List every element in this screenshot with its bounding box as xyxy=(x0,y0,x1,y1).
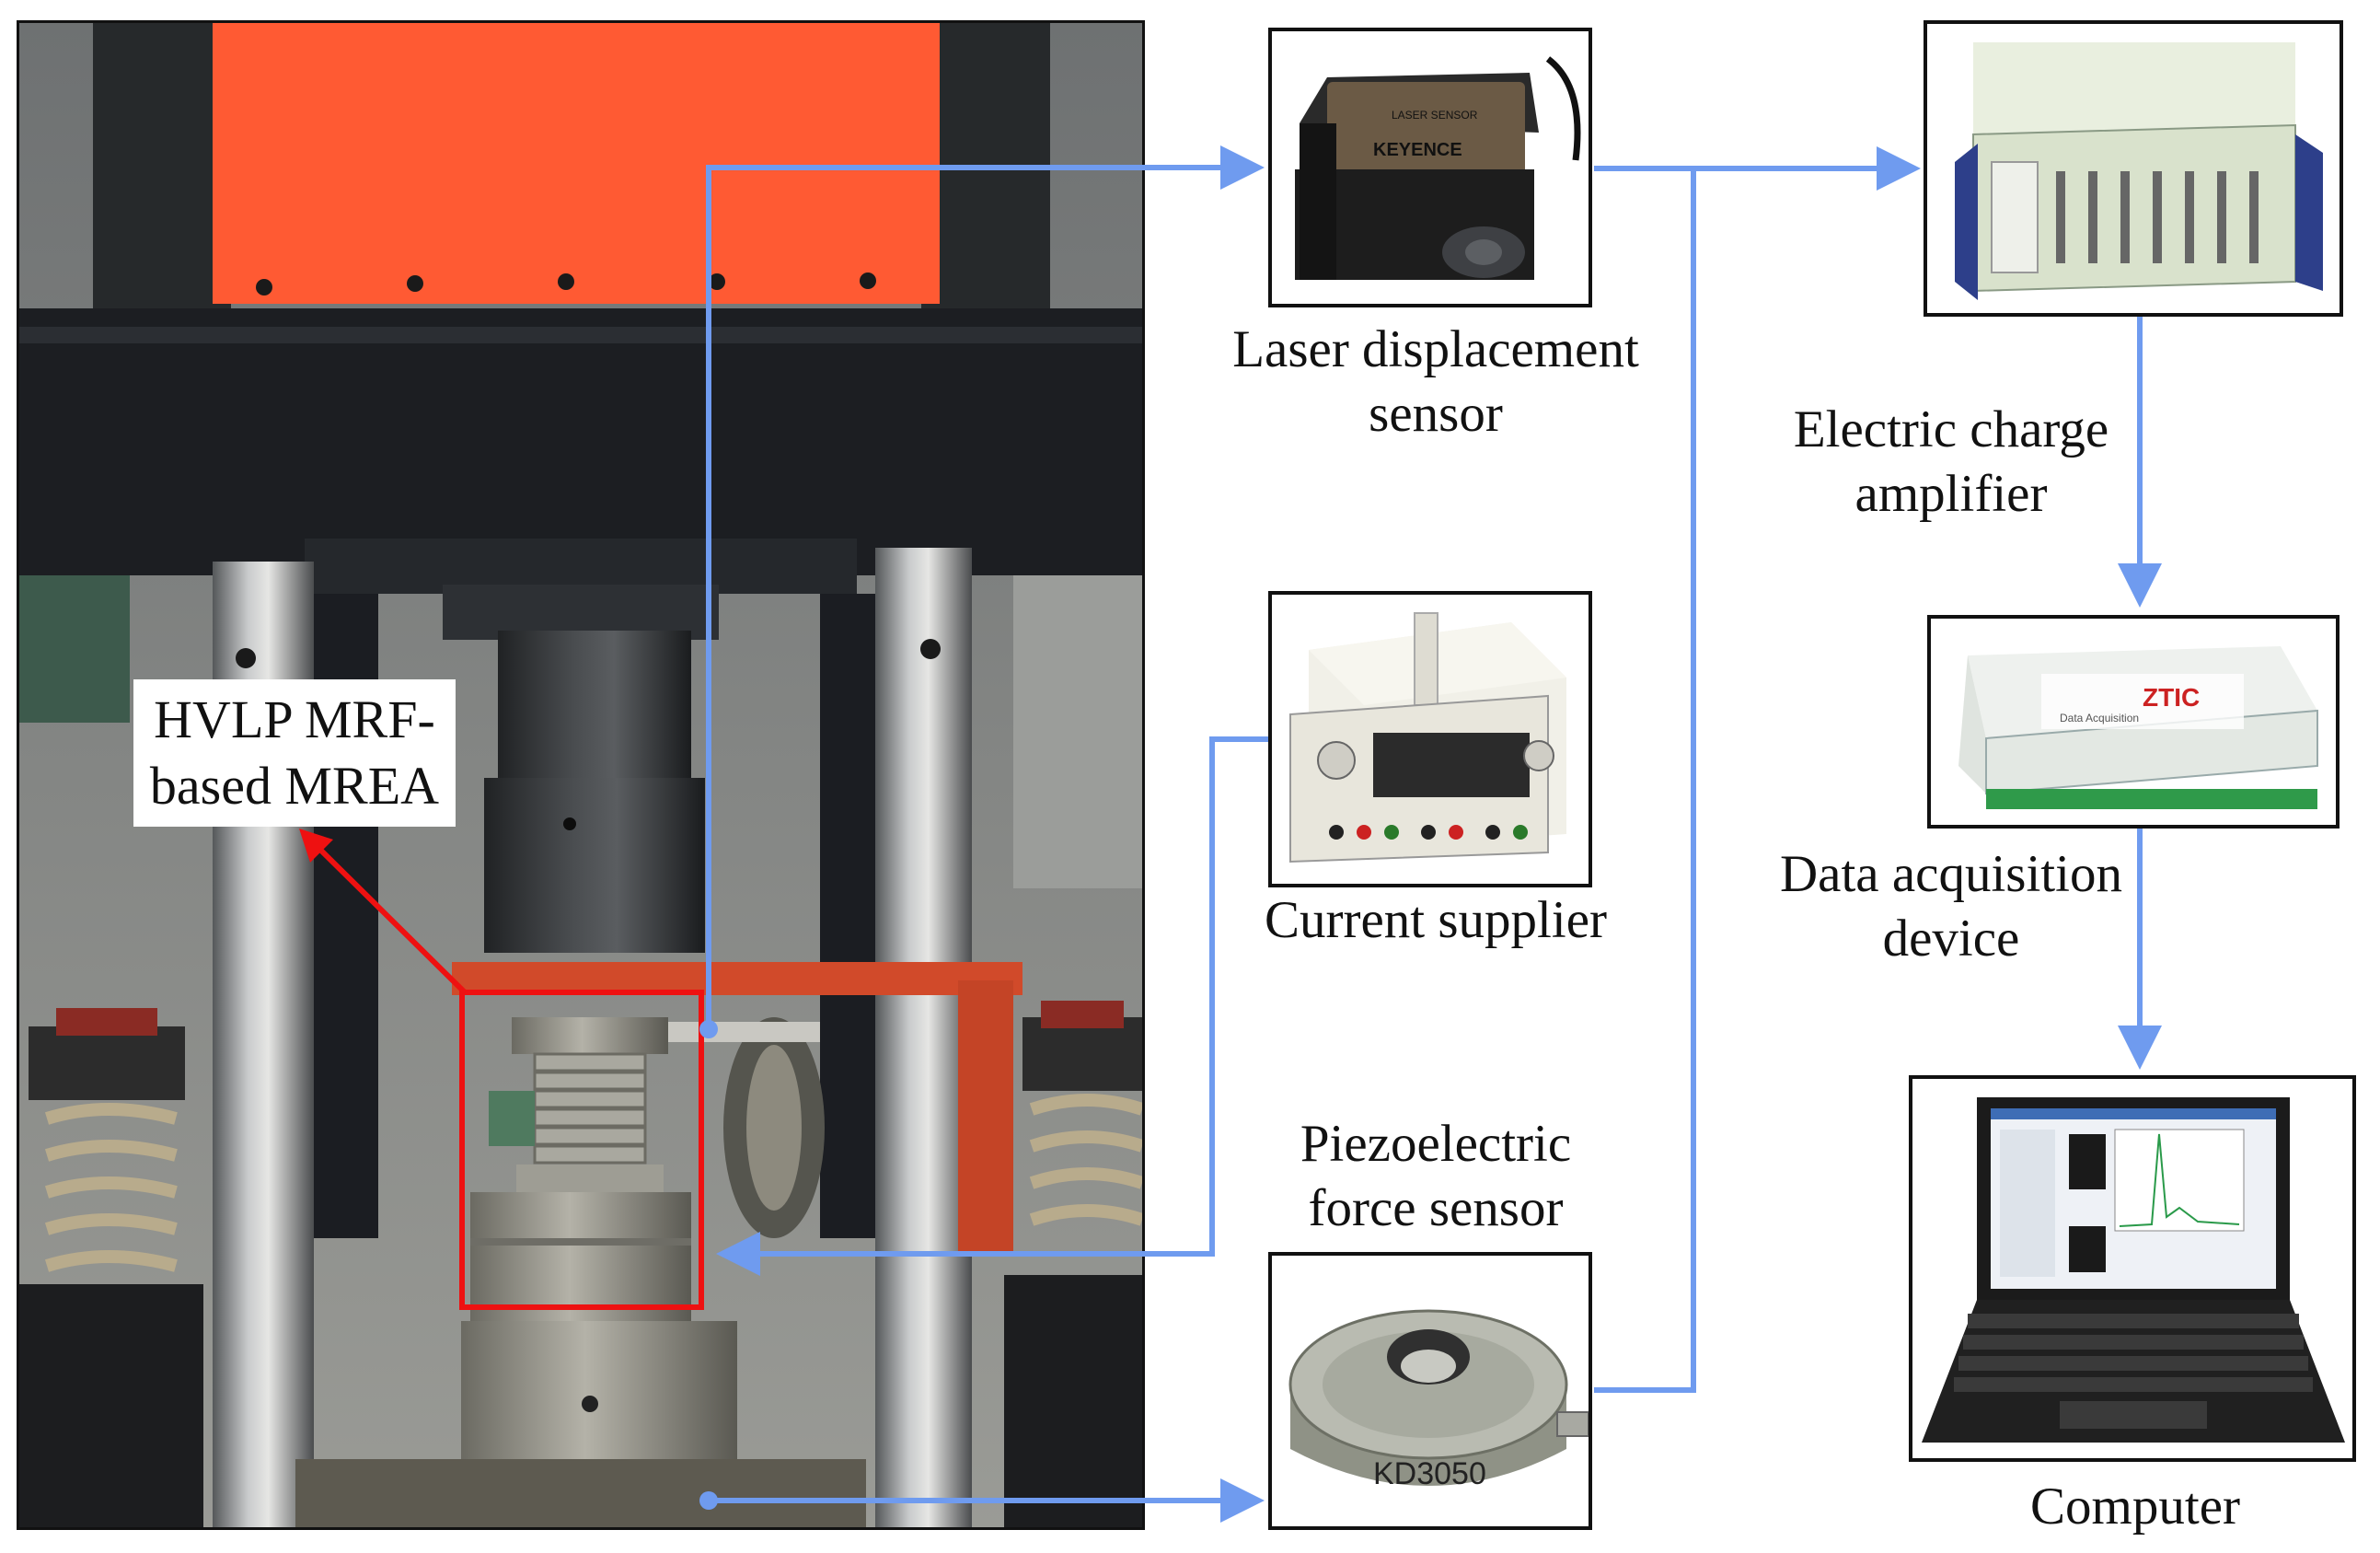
force-sensor-label-line1: Piezoelectric xyxy=(1300,1115,1572,1173)
wire-force-sensor-to-amplifier xyxy=(1594,168,1696,1393)
crossbeam xyxy=(19,308,1142,575)
current-supplier-image xyxy=(1268,591,1592,887)
charge-amplifier-label-line2: amplifier xyxy=(1854,465,2048,523)
laser-sensor-label-line1: Laser displacement xyxy=(1232,320,1639,378)
upper-cylinder xyxy=(498,631,691,796)
right-column xyxy=(875,548,972,1527)
test-machine-photo xyxy=(17,20,1145,1530)
arrow-current-to-specimen xyxy=(716,736,1268,1276)
laser-sensor-image: KEYENCE LASER SENSOR xyxy=(1268,28,1592,307)
computer-label: Computer xyxy=(2030,1478,2240,1536)
computer-image xyxy=(1909,1075,2356,1462)
mrea-specimen xyxy=(470,1017,691,1321)
base-connection-dot xyxy=(699,1491,718,1510)
daq-label-line1: Data acquisition xyxy=(1780,845,2122,903)
current-supplier-label: Current supplier xyxy=(1264,891,1607,949)
right-spring xyxy=(1004,1001,1142,1527)
mrea-annotation-line2: based MREA xyxy=(149,756,440,816)
force-sensor-model-text: KD3050 xyxy=(1373,1456,1486,1491)
specimen-connection-dot xyxy=(699,1020,718,1038)
mrea-highlight-box xyxy=(459,990,704,1310)
mrea-annotation-box: HVLP MRF- based MREA xyxy=(133,679,456,827)
test-machine-illustration xyxy=(19,23,1142,1527)
daq-image: ZTIC Data Acquisition xyxy=(1927,615,2340,829)
force-sensor-label-line2: force sensor xyxy=(1308,1179,1564,1237)
daq-sub-text: Data Acquisition xyxy=(2060,712,2139,724)
left-spring xyxy=(19,1008,203,1527)
charge-amplifier-label-line1: Electric charge xyxy=(1793,400,2109,458)
mrea-pointer-arrow xyxy=(315,844,468,995)
mrea-annotation-line1: HVLP MRF- xyxy=(154,690,435,749)
daq-label-line2: device xyxy=(1882,910,2020,968)
force-sensor-image: KD3050 xyxy=(1268,1252,1592,1530)
laser-brand-text: KEYENCE xyxy=(1373,140,1462,160)
daq-brand-text: ZTIC xyxy=(2143,683,2200,712)
arrow-to-laser-sensor xyxy=(706,145,1265,1029)
laser-mark-text: LASER SENSOR xyxy=(1392,109,1478,122)
charge-amplifier-image xyxy=(1924,20,2343,317)
laser-sensor-label-line2: sensor xyxy=(1369,385,1503,443)
orange-plate xyxy=(213,23,940,304)
